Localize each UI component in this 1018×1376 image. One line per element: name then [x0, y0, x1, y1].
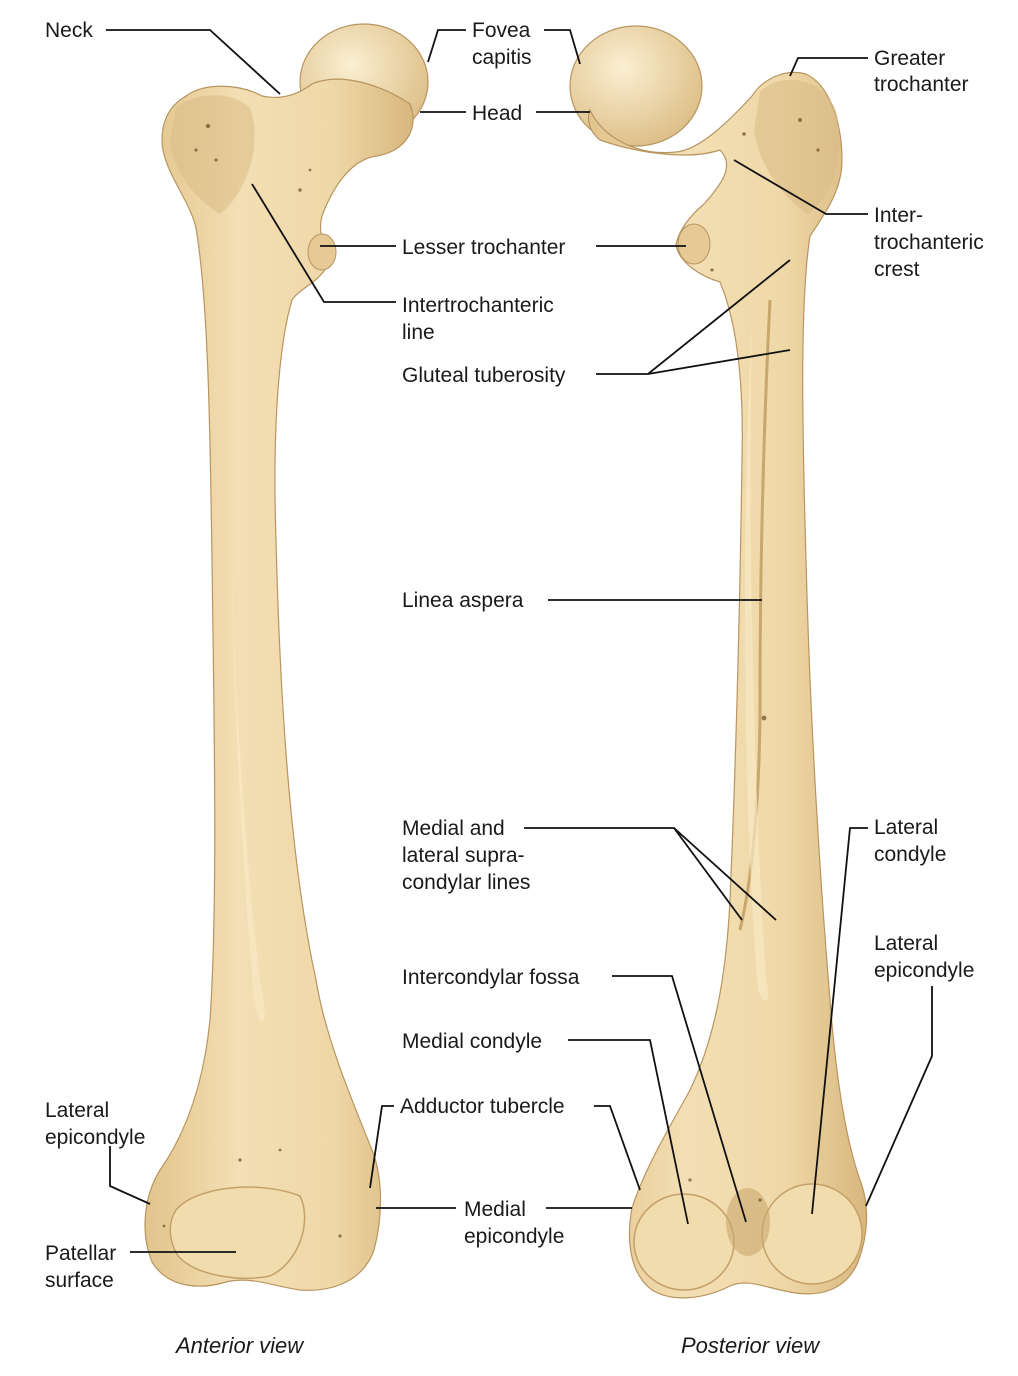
- posterior-intercondylar-fossa: [726, 1188, 770, 1256]
- label-intertroch-line-2: line: [402, 321, 435, 344]
- label-supracondylar-3: condylar lines: [402, 871, 530, 894]
- label-lesser-troch: Lesser trochanter: [402, 236, 565, 259]
- label-fovea-1: Fovea: [472, 19, 531, 42]
- label-patellar-1: Patellar: [45, 1242, 116, 1265]
- leader-lines: [106, 29, 933, 1253]
- label-lat-epi-right-1: Lateral: [874, 932, 938, 955]
- posterior-femoral-head: [569, 25, 703, 147]
- label-med-epi-1: Medial: [464, 1198, 526, 1221]
- label-supracondylar-1: Medial and: [402, 817, 505, 840]
- anterior-femur-body: [144, 78, 414, 1291]
- label-adductor: Adductor tubercle: [400, 1095, 565, 1118]
- posterior-femur-body: [587, 71, 868, 1299]
- anterior-shaft-highlight: [230, 320, 265, 1022]
- caption-anterior-view: Anterior view: [174, 1333, 305, 1358]
- posterior-femur: [569, 25, 868, 1299]
- label-greater-troch-2: trochanter: [874, 73, 969, 96]
- label-intertroch-crest-1: Inter-: [874, 204, 923, 227]
- label-patellar-2: surface: [45, 1269, 114, 1292]
- labels: Neck Fovea capitis Head Greater trochant…: [45, 19, 984, 1292]
- posterior-greater-trochanter: [754, 79, 840, 214]
- label-lat-epi-right-2: epicondyle: [874, 959, 974, 982]
- label-intertroch-crest-2: trochanteric: [874, 231, 984, 254]
- anterior-femur: [144, 23, 429, 1291]
- label-intertroch-crest-3: crest: [874, 258, 920, 281]
- label-supracondylar-2: lateral supra-: [402, 844, 525, 867]
- anterior-patellar-surface: [169, 1186, 306, 1279]
- label-intercondylar: Intercondylar fossa: [402, 966, 580, 989]
- posterior-lateral-condyle: [761, 1183, 863, 1285]
- label-greater-troch-1: Greater: [874, 47, 945, 70]
- label-fovea-2: capitis: [472, 46, 532, 69]
- label-linea-aspera: Linea aspera: [402, 589, 524, 612]
- label-lat-epi-left-1: Lateral: [45, 1099, 109, 1122]
- label-lat-epi-left-2: epicondyle: [45, 1126, 145, 1149]
- label-intertroch-line-1: Intertrochanteric: [402, 294, 554, 317]
- caption-posterior-view: Posterior view: [681, 1333, 821, 1358]
- label-gluteal: Gluteal tuberosity: [402, 364, 566, 387]
- label-neck: Neck: [45, 19, 93, 42]
- posterior-lesser-trochanter: [677, 223, 711, 265]
- label-lat-condyle-1: Lateral: [874, 816, 938, 839]
- label-lat-condyle-2: condyle: [874, 843, 946, 866]
- anterior-greater-trochanter: [170, 95, 255, 214]
- label-head: Head: [472, 102, 522, 125]
- label-med-condyle: Medial condyle: [402, 1030, 542, 1053]
- anterior-lesser-trochanter: [307, 233, 337, 271]
- posterior-shaft-highlight: [744, 320, 769, 1001]
- label-med-epi-2: epicondyle: [464, 1225, 564, 1248]
